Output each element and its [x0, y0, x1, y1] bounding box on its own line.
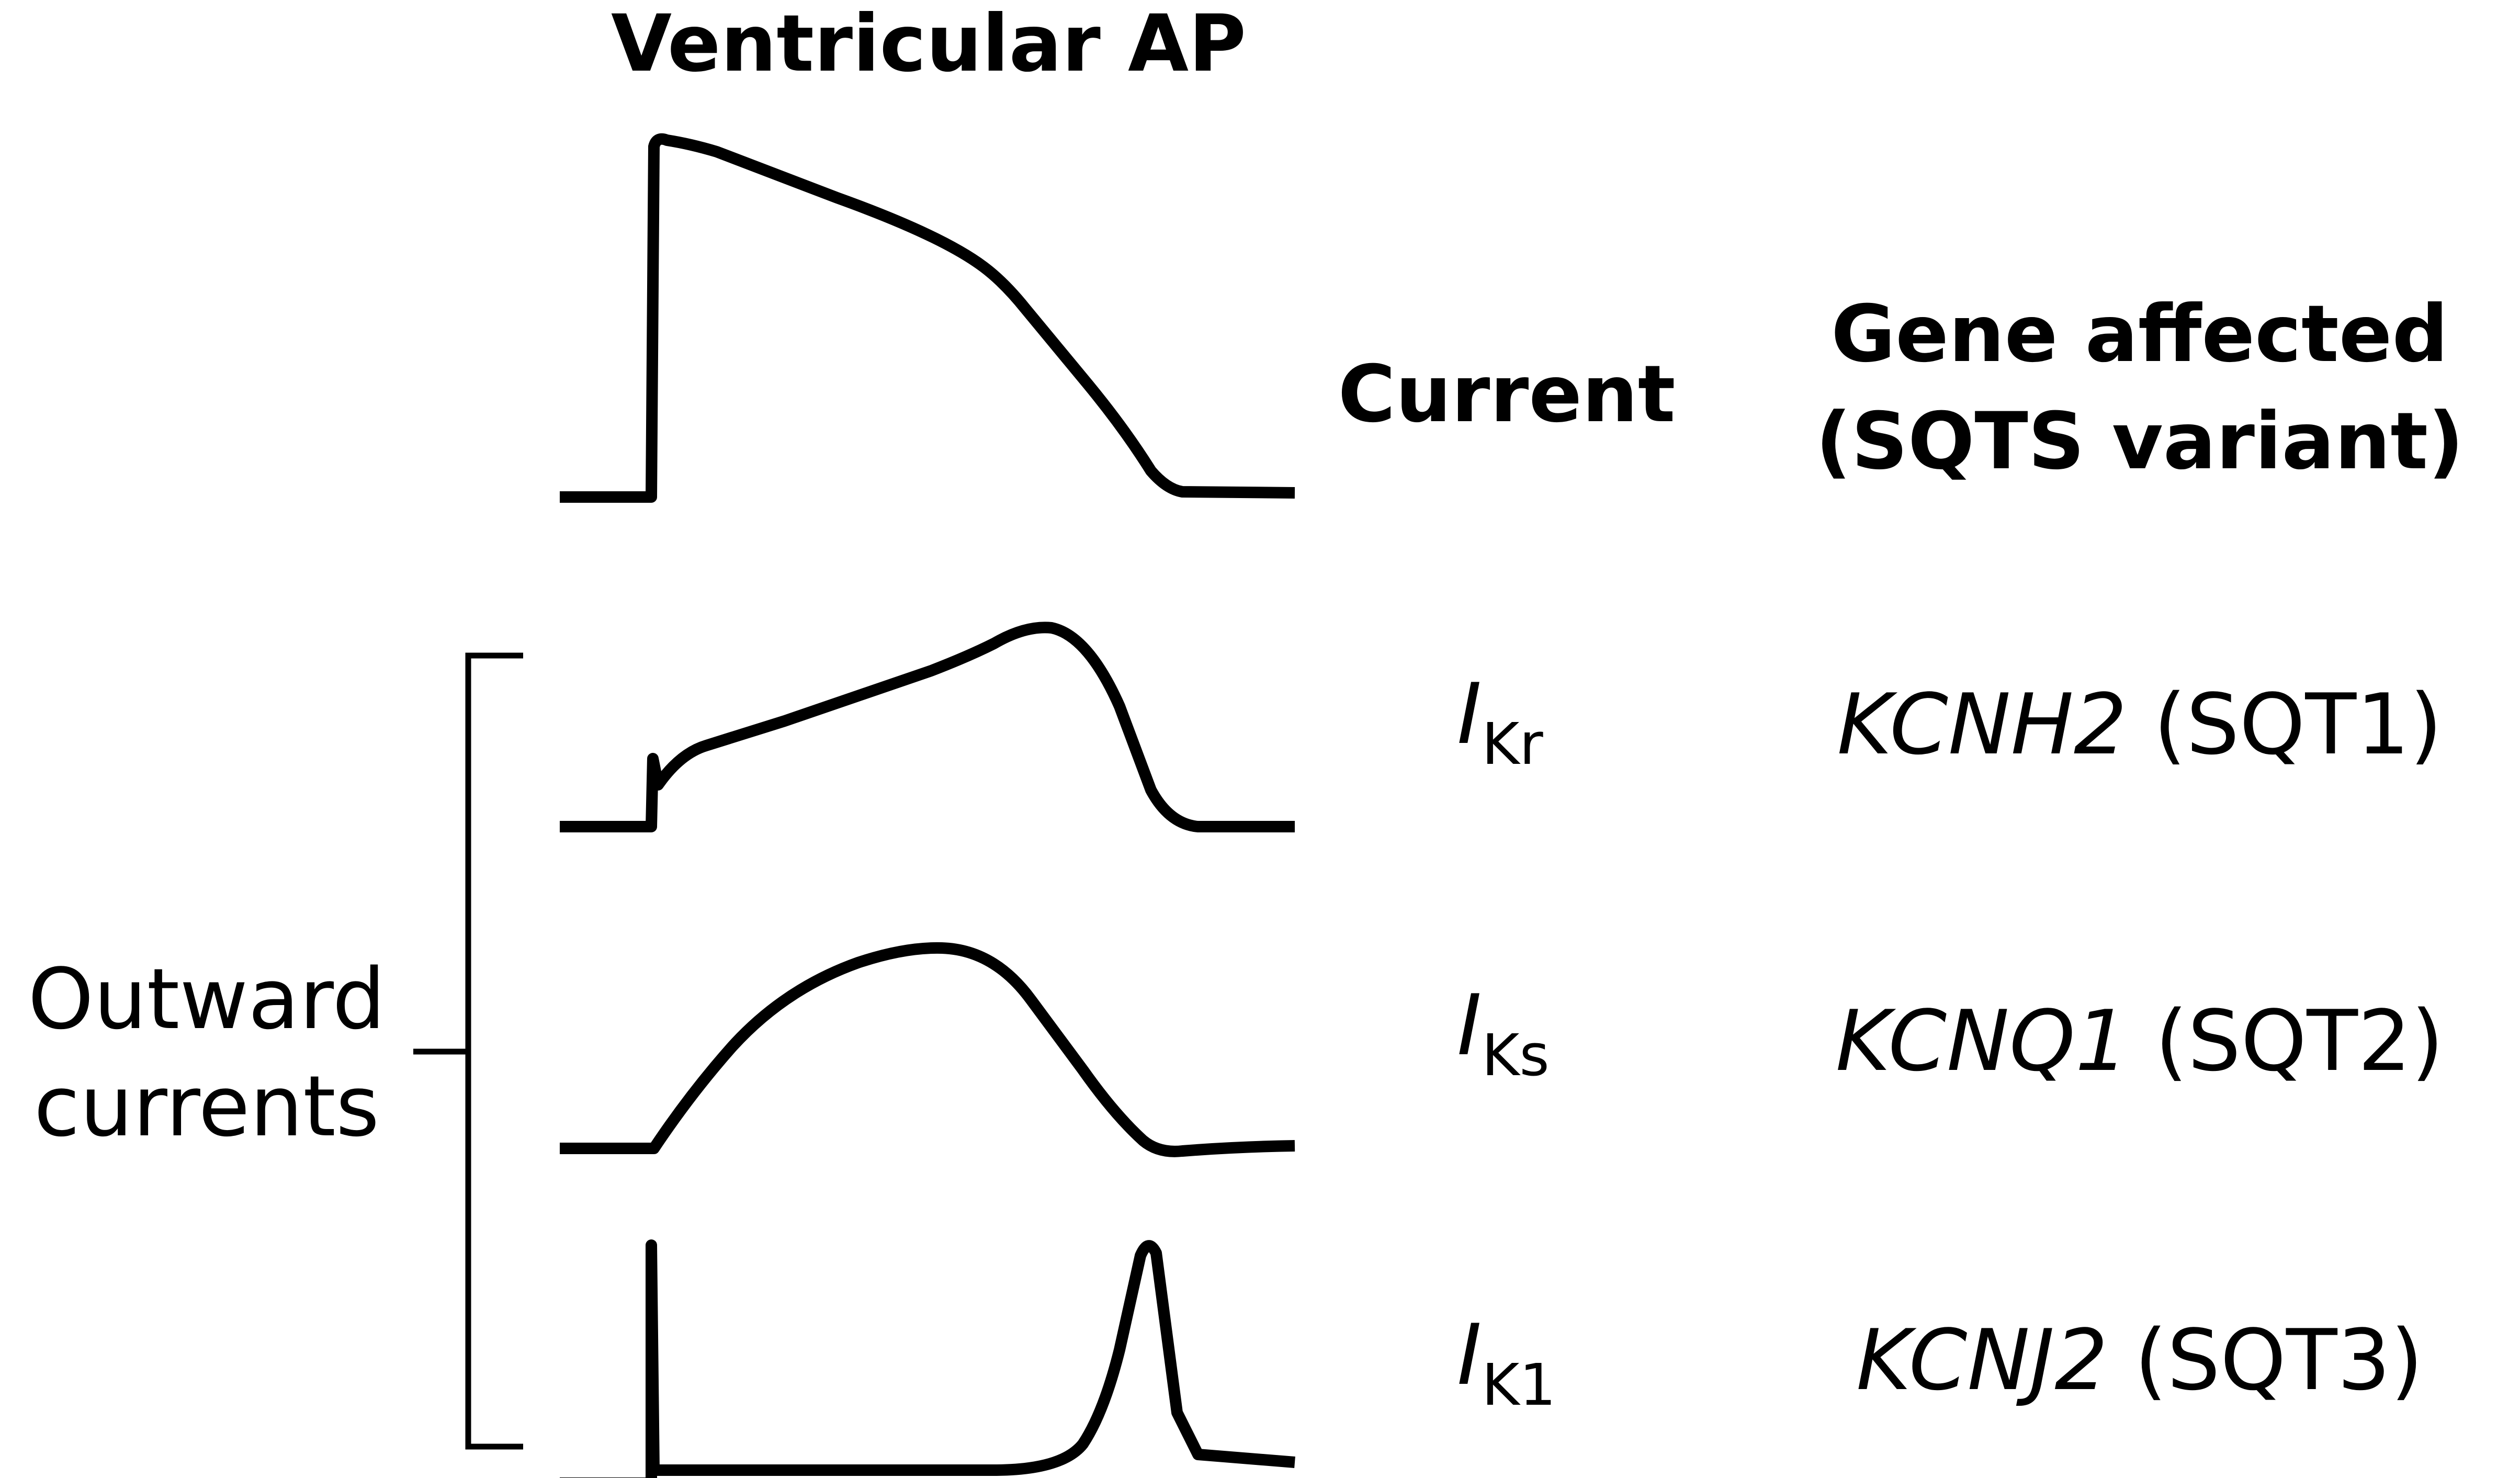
current-subscript: Ks: [1482, 1022, 1549, 1089]
sqts-variant: (SQT3): [2134, 1311, 2423, 1409]
current-symbol: I: [1457, 665, 1482, 763]
gene-name: KCNH2: [1837, 675, 2127, 773]
current-ikr-label: IKr: [1457, 665, 1543, 777]
bracket-label-line2: currents: [34, 1057, 380, 1155]
current-subscript: K1: [1482, 1351, 1556, 1418]
current-header: Current: [1338, 349, 1675, 440]
gene-name: KCNJ2: [1856, 1311, 2108, 1409]
current-iks-label: IKs: [1457, 976, 1550, 1089]
bracket-label-line1: Outward: [28, 950, 386, 1048]
gene-header-line2: (SQTS variant): [1815, 396, 2464, 487]
gene-kcnq1-label: KCNQ1 (SQT2): [1836, 992, 2444, 1090]
iks-current-trace: [560, 942, 1295, 1157]
title: Ventricular AP: [611, 0, 1246, 89]
gene-kcnh2-label: KCNH2 (SQT1): [1837, 675, 2443, 773]
sqts-variant: (SQT1): [2154, 675, 2443, 773]
gene-kcnj2-label: KCNJ2 (SQT3): [1856, 1311, 2423, 1409]
outward-currents-bracket: [413, 652, 523, 1450]
gene-header-line1: Gene affected: [1831, 289, 2448, 380]
current-symbol: I: [1457, 1306, 1482, 1404]
current-subscript: Kr: [1482, 710, 1543, 777]
sqts-variant: (SQT2): [2155, 992, 2444, 1090]
ik1-current-trace: [560, 1239, 1295, 1478]
current-symbol: I: [1457, 976, 1482, 1074]
ventricular-ap-trace: [560, 133, 1295, 503]
gene-name: KCNQ1: [1836, 992, 2129, 1090]
current-ik1-label: IK1: [1457, 1306, 1556, 1418]
ikr-current-trace: [560, 622, 1295, 832]
